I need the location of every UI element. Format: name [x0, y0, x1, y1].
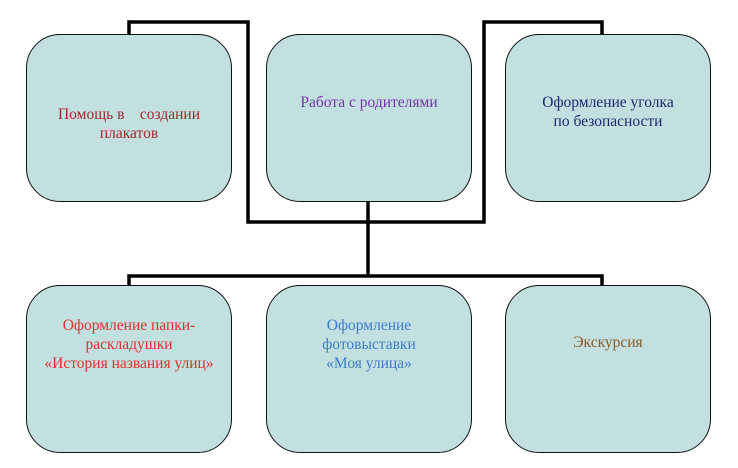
box-text-line: «Моя улица» — [326, 355, 412, 372]
connector-top — [127, 20, 604, 224]
box-text-line: Работа с родителями — [300, 94, 438, 111]
box-text-line: Оформление уголка — [542, 94, 674, 111]
box-parents-work: Работа с родителями — [266, 34, 472, 202]
connector-bottom — [127, 274, 604, 285]
box-excursion: Экскурсия — [505, 285, 711, 453]
box-safety-corner: Оформление уголка по безопасности — [505, 34, 711, 202]
box-text-line: «История названия улиц» — [44, 355, 214, 372]
box-text-line: раскладушки — [85, 336, 173, 353]
box-text-line: Помощь в создании — [57, 106, 201, 123]
box-text-line: по безопасности — [553, 113, 663, 130]
box-text-line: плакатов — [99, 125, 159, 142]
box-poster-help: Помощь в создании плакатов — [26, 34, 232, 202]
box-text-line: фотовыставки — [322, 336, 416, 353]
box-text-line: Экскурсия — [573, 334, 643, 351]
box-folder-design: Оформление папки-раскладушки «История наз… — [26, 285, 232, 453]
box-photo-exhibition: Оформление фотовыставки «Моя улица» — [266, 285, 472, 453]
box-text-line: Оформление папки- — [62, 317, 196, 334]
box-text-line: Оформление — [326, 317, 412, 334]
